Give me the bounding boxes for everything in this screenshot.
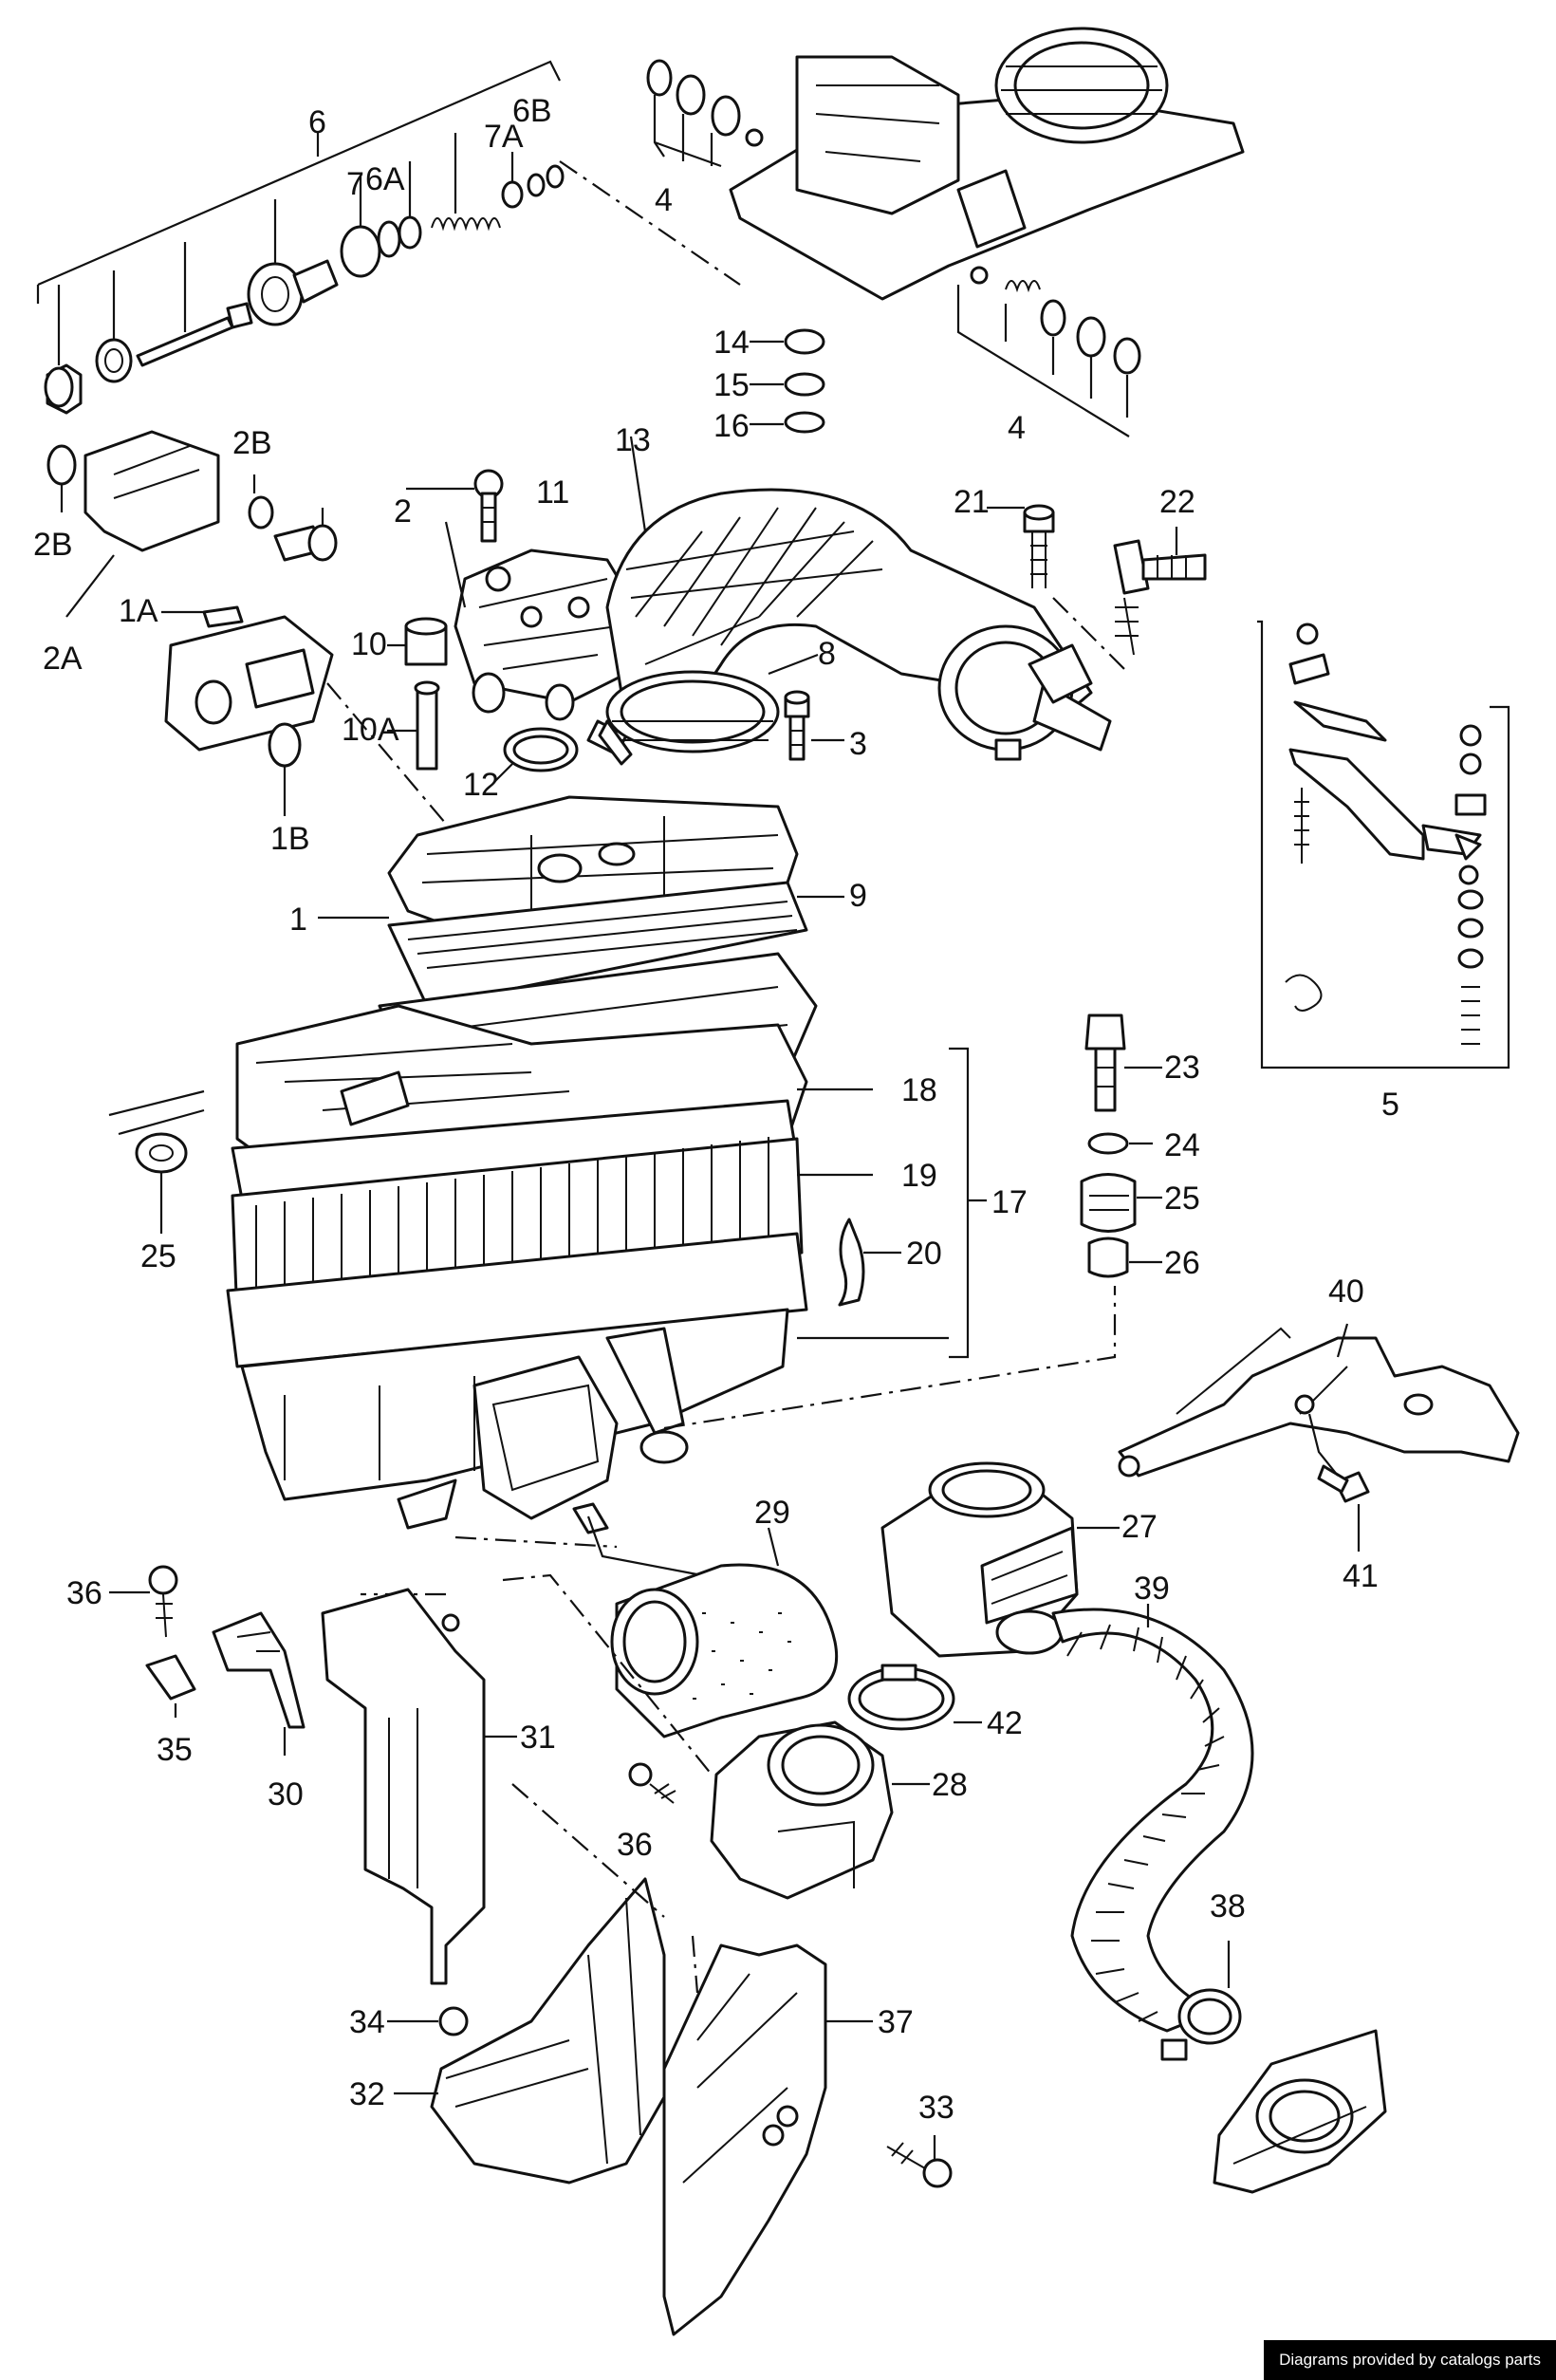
bracket-37-drawing [511,1783,953,2336]
corrugated-hose-drawing [1051,1604,1254,2061]
callout-label: 12 [463,767,499,803]
grommet-25-drawing [108,1089,205,1234]
throttle-housing-drawing [559,27,1245,437]
callout-label: 38 [1210,1888,1246,1924]
callout-label: 29 [754,1495,790,1531]
seal-rings-drawing [750,328,825,434]
metering-unit-drawing [387,469,638,784]
callout-label: 39 [1134,1571,1170,1607]
callout-label: 25 [140,1238,176,1274]
callout-label: 41 [1343,1558,1379,1594]
plunger-assembly-drawing [36,60,565,415]
duct-28-drawing [361,1535,930,1900]
callout-label: 2 [394,493,412,530]
callout-label: 2B [33,527,73,563]
callout-label: 42 [987,1705,1023,1741]
callout-label: 10A [342,712,399,748]
callout-label: 40 [1328,1274,1364,1310]
connector-1a-drawing [161,605,608,880]
clip-20-drawing [838,1218,901,1307]
callout-label: 1B [270,821,310,857]
callout-label: 13 [615,422,651,458]
intake-duct-29-drawing [586,1515,839,1739]
bracket-30-drawing [212,1611,306,1756]
callout-label: 31 [520,1720,556,1756]
callout-label: 36 [66,1575,102,1611]
callout-label: 24 [1164,1127,1200,1163]
callout-label: 33 [918,2090,954,2126]
callout-label: 26 [1164,1245,1200,1281]
callout-label: 30 [268,1776,304,1813]
callout-label: 14 [713,325,750,361]
callout-label: 6A [365,161,405,197]
callout-label: 4 [1008,410,1026,446]
callout-label: 2A [43,641,83,677]
air-filter-assembly-drawing [226,795,1117,1534]
bracket-40-drawing [1118,1323,1520,1552]
intake-boot-drawing [598,436,1112,766]
callout-label: 15 [713,367,750,403]
callout-label: 7 [346,166,364,202]
callout-label: 1A [119,593,158,629]
callout-label: 8 [818,636,836,672]
air-mass-meter-drawing [847,1461,1120,1731]
callout-label: 20 [906,1236,942,1272]
bracket-2a-drawing [46,430,338,618]
screw-36-clip-35-drawing [109,1565,196,1718]
bracket-kit-5-drawing [1257,620,1510,1069]
callout-label: 18 [901,1072,937,1108]
lower-air-box-32-drawing [387,1877,666,2185]
screw-21-sensor-22-drawing [987,504,1207,675]
callout-label: 7A [484,119,524,155]
callout-label: 23 [1164,1050,1200,1086]
callout-label: 9 [849,878,867,914]
callout-label: 32 [349,2076,385,2112]
callout-label: 35 [157,1732,193,1768]
callout-label: 28 [932,1767,968,1803]
callout-label: 36 [617,1827,653,1863]
callout-label: 11 [536,474,569,511]
callout-label: 25 [1164,1181,1200,1217]
callout-label: 5 [1381,1087,1399,1123]
callout-label: 34 [349,2004,385,2040]
callout-label: 17 [991,1184,1028,1220]
air-duct-drawing [1213,2029,1387,2194]
callout-label: 22 [1159,484,1195,520]
callout-label: 19 [901,1158,937,1194]
callout-label: 1 [289,902,307,938]
callout-label: 10 [351,626,387,662]
callout-labels: 1 1A 1B 2 2A 2B 2B 3 4 4 5 6 6A 6B 7 7A … [33,93,1399,2126]
shield-31-drawing [321,1588,517,1985]
callout-label: 2B [232,425,272,461]
callout-label: 27 [1121,1509,1158,1545]
callout-label: 4 [655,182,673,218]
callout-label: 6 [308,104,326,140]
callout-label: 6B [512,93,552,129]
catalog-credit: Diagrams provided by catalogs parts [1264,2340,1556,2380]
callout-label: 3 [849,726,867,762]
callout-label: 37 [878,2004,914,2040]
callout-label: 21 [954,484,990,520]
bolt-3-drawing [784,690,844,761]
callout-label: 16 [713,408,750,444]
hardware-stack-drawing [1080,1013,1162,1278]
